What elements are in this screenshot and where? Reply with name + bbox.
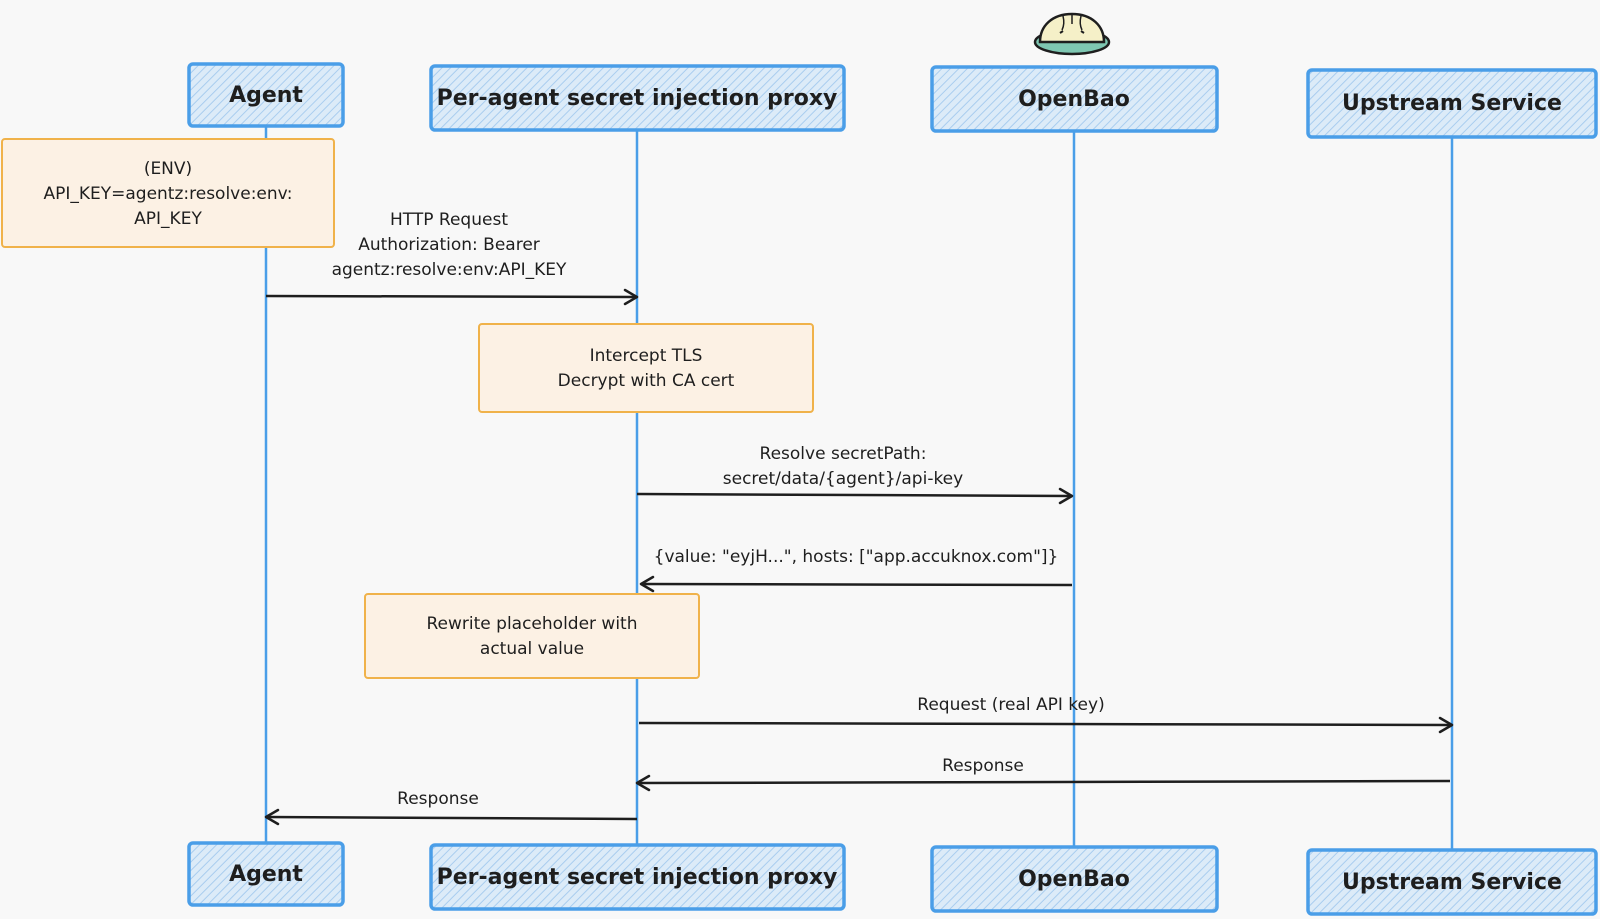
actor-label: Per-agent secret injection proxy <box>437 86 838 111</box>
note-line: Rewrite placeholder with <box>427 614 638 634</box>
actor-label: Per-agent secret injection proxy <box>437 865 838 890</box>
message-label: {value: "eyjH...", hosts: ["app.accuknox… <box>654 547 1059 567</box>
actor-agent-bottom: Agent <box>187 841 345 907</box>
arrow-head <box>635 774 651 792</box>
actor-label: OpenBao <box>1018 87 1130 112</box>
note-line: actual value <box>480 639 584 659</box>
arrow-line <box>636 492 1073 498</box>
arrow-head <box>639 575 655 593</box>
actor-label: Upstream Service <box>1342 91 1562 116</box>
note-line: Intercept TLS <box>590 346 703 366</box>
arrow-head <box>623 288 639 306</box>
actor-openbao-top: OpenBao <box>930 65 1219 133</box>
arrow-head <box>1058 487 1074 505</box>
note-env: (ENV) API_KEY=agentz:resolve:env: API_KE… <box>1 138 335 248</box>
message-secret-value: {value: "eyjH...", hosts: ["app.accuknox… <box>639 547 1073 593</box>
note-line: Decrypt with CA cert <box>558 371 735 391</box>
arrow-line <box>265 294 638 299</box>
arrow-head <box>264 808 280 826</box>
message-label: HTTP Request <box>390 210 508 230</box>
message-label: Response <box>942 756 1024 776</box>
note-line: (ENV) <box>144 159 192 179</box>
note-intercept: Intercept TLS Decrypt with CA cert <box>478 323 814 413</box>
message-upstream-response: Response <box>635 756 1451 792</box>
actor-openbao-bottom: OpenBao <box>930 845 1219 913</box>
message-label: agentz:resolve:env:API_KEY <box>332 260 567 280</box>
actor-proxy-top: Per-agent secret injection proxy <box>429 64 846 132</box>
message-label: Resolve secretPath: <box>760 444 927 464</box>
arrow-line <box>265 815 638 821</box>
message-proxy-response: Response <box>264 789 638 826</box>
actor-proxy-bottom: Per-agent secret injection proxy <box>429 843 846 911</box>
message-label: secret/data/{agent}/api-key <box>723 469 963 489</box>
message-request-real-key: Request (real API key) <box>638 695 1454 734</box>
actor-label: OpenBao <box>1018 867 1130 892</box>
message-http-request: HTTP Request Authorization: Bearer agent… <box>265 210 639 306</box>
note-line: API_KEY <box>134 209 202 229</box>
actor-label: Agent <box>229 83 303 108</box>
message-label: Response <box>397 789 479 809</box>
actor-upstream-top: Upstream Service <box>1306 68 1598 139</box>
bao-bun-icon <box>1033 12 1111 56</box>
message-label: Request (real API key) <box>917 695 1104 715</box>
note-line: API_KEY=agentz:resolve:env: <box>43 184 292 204</box>
arrow-head <box>1438 716 1454 734</box>
message-resolve-secret: Resolve secretPath: secret/data/{agent}/… <box>636 444 1074 505</box>
message-label: Authorization: Bearer <box>358 235 540 255</box>
arrow-line <box>636 779 1451 785</box>
note-rewrite: Rewrite placeholder with actual value <box>364 593 700 679</box>
arrow-line <box>638 721 1453 727</box>
actor-label: Agent <box>229 862 303 887</box>
actor-agent-top: Agent <box>187 62 345 128</box>
actor-upstream-bottom: Upstream Service <box>1306 848 1598 916</box>
actor-label: Upstream Service <box>1342 870 1562 895</box>
arrow-line <box>640 582 1073 587</box>
